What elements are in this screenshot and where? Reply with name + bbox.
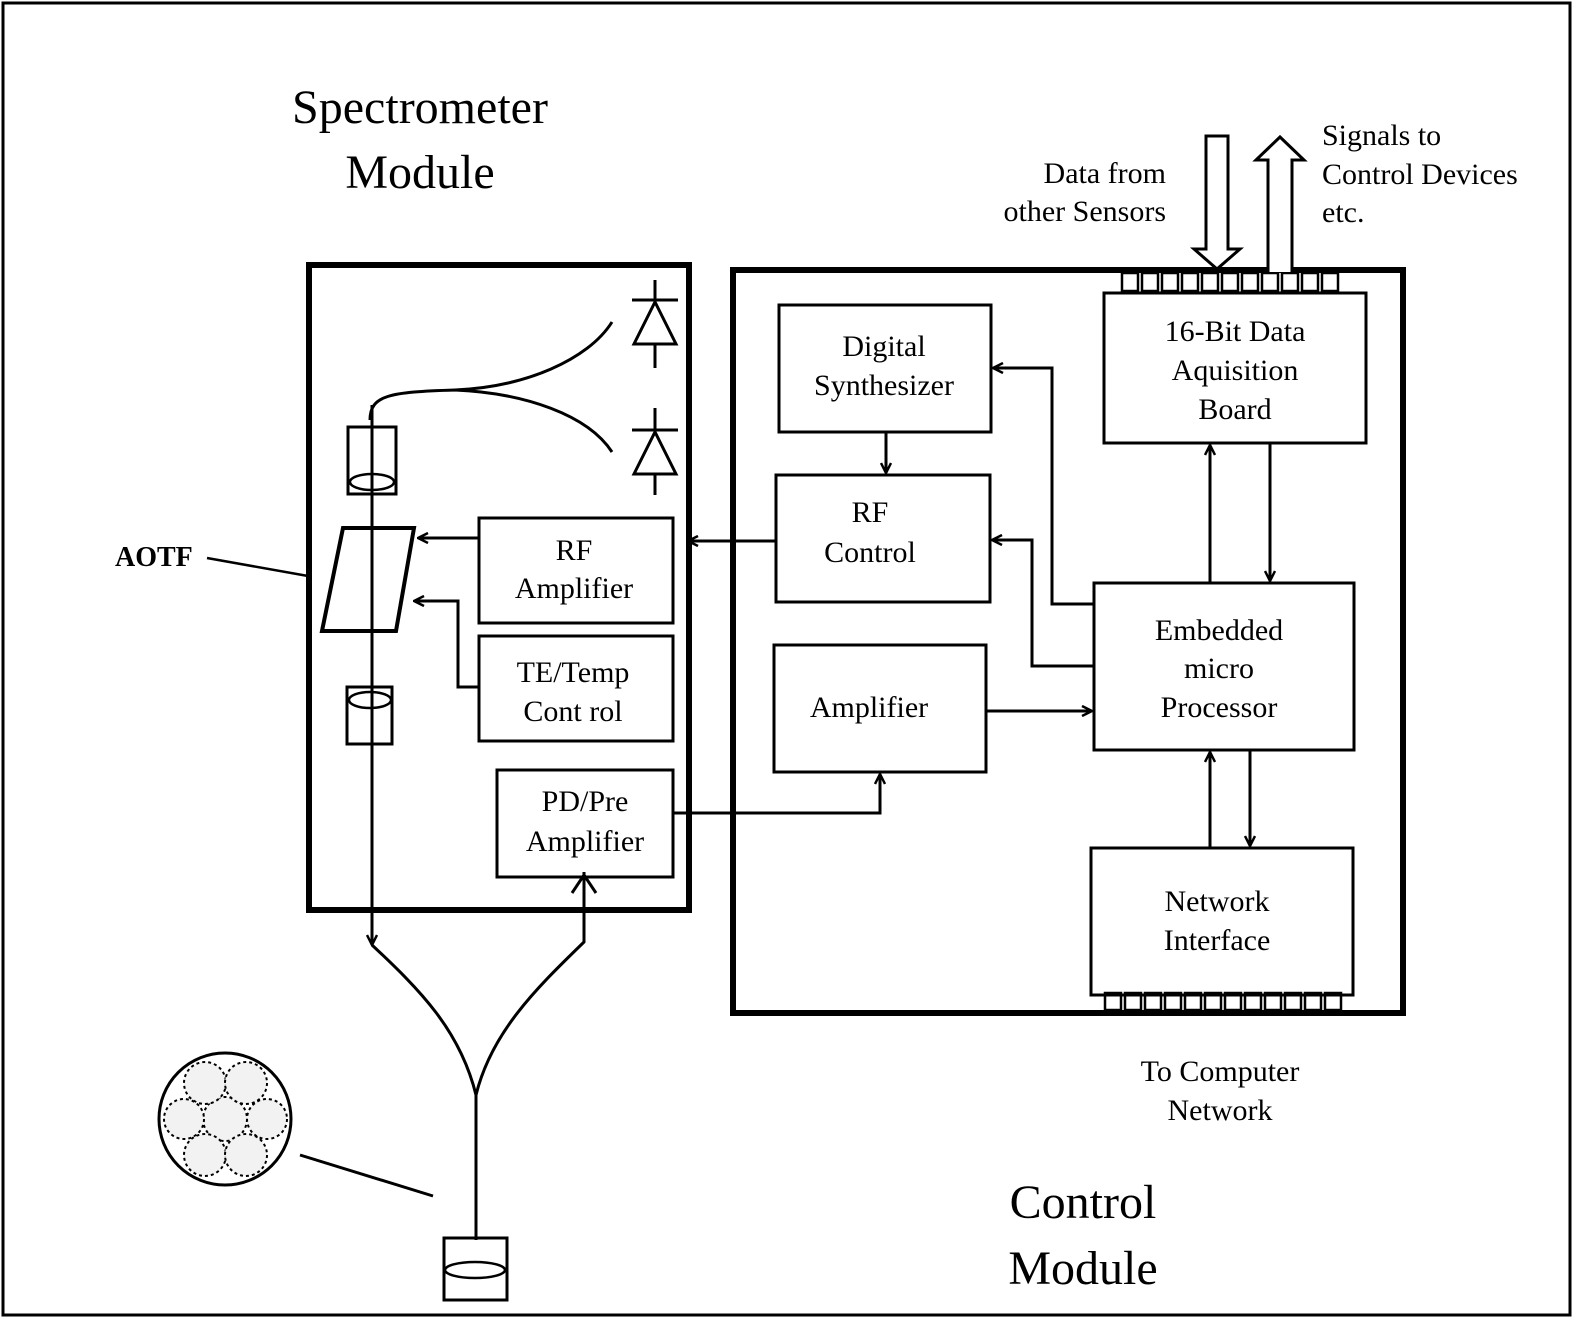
network-interface-line1: Network [1165,885,1270,918]
control-title-line2: Module [1008,1242,1157,1295]
te-temp-control-line1: TE/Temp [517,656,630,689]
network-interface-block [1089,846,1355,997]
photodiode-lower-icon [631,408,679,495]
rf-control-block [774,473,992,604]
bottom-connector [1103,991,1343,1012]
photodiode-upper-icon [631,280,679,368]
data-in-hollow-arrow [1189,134,1245,271]
signals-out-hollow-arrow [1252,134,1308,272]
top-connector [1120,271,1340,293]
amplifier-block [772,643,988,774]
fiber-to-pd-arrowhead [570,872,598,894]
control-module-box [730,267,1406,1016]
upper-lens-icon [346,425,398,496]
to-computer-label-line1: To Computer [1141,1055,1300,1088]
spectrometer-title-line1: Spectrometer [292,81,548,134]
daq-board-line2: Aquisition [1172,354,1299,387]
embedded-processor-line2: micro [1184,652,1254,685]
digital-synthesizer-line1: Digital [842,330,925,363]
lower-lens-icon [345,685,394,746]
probe-lens-icon [442,1236,509,1302]
signals-label-line2: Control Devices [1322,158,1518,191]
embedded-processor-line1: Embedded [1155,614,1283,647]
data-from-label-line1: Data from [1044,157,1166,190]
control-title-line1: Control [1010,1176,1157,1229]
spectrometer-title-line2: Module [345,146,494,199]
aotf-crystal-icon [319,526,417,633]
aotf-leader-line [206,556,309,578]
embedded-processor-line3: Processor [1161,691,1278,724]
fiber-bundle-cross-section-icon [157,1051,293,1187]
rf-amplifier-line2: Amplifier [515,572,633,605]
daq-board-line1: 16-Bit Data [1165,315,1306,348]
fiber-bundle-leader-line [299,1153,434,1198]
signals-label-line3: etc. [1322,196,1364,229]
rf-amplifier-line1: RF [556,534,593,567]
pd-pre-to-amplifier-arrow [673,774,880,815]
rf-control-line2: Control [824,536,916,569]
processor-to-rf-control-arrow [992,540,1094,668]
digital-synthesizer-line2: Synthesizer [814,369,954,402]
signals-label-line1: Signals to [1322,119,1441,152]
data-from-label-line2: other Sensors [1004,195,1166,228]
te-temp-control-line2: Cont rol [523,695,622,728]
spectrometer-module-box [306,262,692,913]
amplifier-label: Amplifier [810,691,928,724]
pd-pre-amplifier-line2: Amplifier [526,825,644,858]
aotf-label: AOTF [115,542,193,573]
daq-board-block [1102,291,1368,445]
daq-board-line3: Board [1198,393,1271,426]
rf-amplifier-block [477,516,675,625]
pd-pre-amplifier-line1: PD/Pre [542,785,629,818]
network-interface-line2: Interface [1164,924,1271,957]
processor-to-synth-arrow [993,368,1094,606]
to-computer-label-line2: Network [1168,1094,1273,1127]
rf-control-line1: RF [852,496,889,529]
y-coupler-fiber [370,872,586,1096]
te-temp-to-aotf-arrow [414,601,479,689]
fiber-splitter-upper [368,321,614,453]
